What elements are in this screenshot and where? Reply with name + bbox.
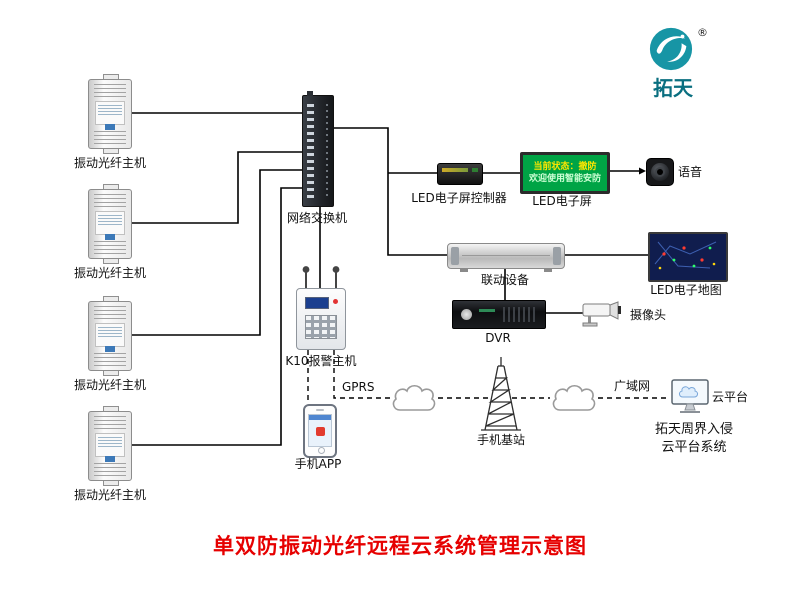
registered-mark: ® [697, 26, 708, 39]
wan-label: 广域网 [613, 379, 650, 393]
camera-icon [582, 298, 626, 328]
brand-name: 拓天 [653, 76, 693, 100]
led-controller-label: LED电子屏控制器 [411, 191, 507, 205]
led-screen-label: LED电子屏 [532, 194, 592, 208]
fiber-host-label-4: 振动光纤主机 [73, 488, 146, 502]
fiber-host-label-3: 振动光纤主机 [73, 378, 146, 392]
cloud-icon-2 [550, 382, 598, 416]
brand-logo: ® 拓天 [645, 24, 725, 100]
led-screen-text-line1: 当前状态：撤防 [533, 161, 597, 172]
fiber-host-label-2: 振动光纤主机 [73, 266, 146, 280]
dvr-label: DVR [485, 331, 511, 345]
phone-app-icon [303, 404, 337, 458]
led-map-icon [648, 232, 728, 282]
phone-app-label: 手机APP [294, 457, 342, 471]
tuotian-logo-icon [649, 27, 693, 71]
camera-label: 摄像头 [630, 308, 667, 322]
led-screen-text-line2: 欢迎使用智能安防 [528, 173, 601, 184]
base-station-icon [477, 356, 525, 432]
base-station-label: 手机基站 [476, 433, 525, 447]
fiber-host-icon-2 [88, 184, 132, 264]
k10-alarm-host-icon [296, 266, 346, 350]
cloud-system-line2: 云平台系统 [661, 440, 727, 455]
led-controller-icon [437, 163, 483, 185]
fiber-host-icon-1 [88, 74, 132, 154]
fiber-host-icon-3 [88, 296, 132, 376]
cloud-system-line1: 拓天周界入侵 [654, 422, 733, 437]
speaker-icon [646, 158, 674, 186]
network-switch-label: 网络交换机 [286, 211, 347, 225]
arrow-head-icon [639, 167, 646, 175]
voice-label: 语音 [678, 165, 703, 179]
cloud-platform-label: 云平台 [712, 390, 749, 404]
dvr-icon [452, 300, 546, 329]
k10-label: K10报警主机 [285, 354, 357, 368]
diagram-title: 单双防振动光纤远程云系统管理示意图 [213, 534, 587, 558]
fiber-host-label-1: 振动光纤主机 [73, 156, 146, 170]
cloud-icon-1 [390, 382, 438, 416]
map-content [654, 241, 717, 270]
led-map-label: LED电子地图 [650, 283, 722, 297]
cloud-platform-icon [670, 378, 710, 418]
gprs-label: GPRS [342, 380, 375, 394]
linkage-device-icon [447, 243, 565, 272]
led-screen-icon: 当前状态：撤防 欢迎使用智能安防 [520, 152, 610, 194]
network-switch-icon [302, 91, 334, 207]
fiber-host-icon-4 [88, 406, 132, 486]
linkage-label: 联动设备 [480, 273, 529, 287]
antenna-icon [302, 266, 340, 290]
